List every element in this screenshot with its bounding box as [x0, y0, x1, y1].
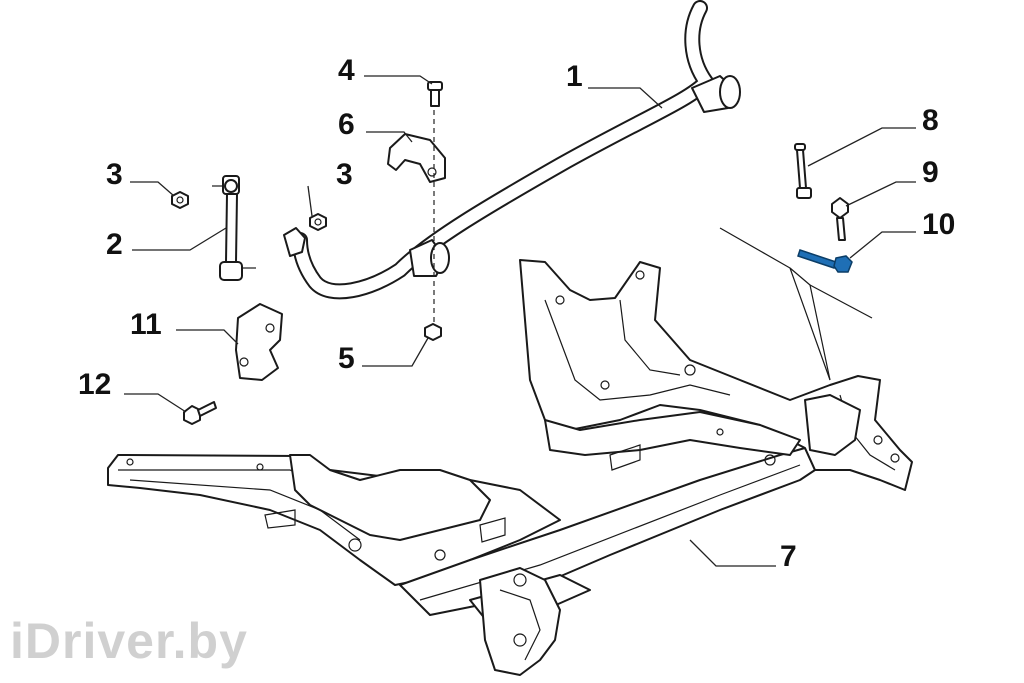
nut-part-3-left[interactable]: [171, 191, 189, 209]
bolt-part-8[interactable]: [794, 143, 812, 199]
nut-part-5[interactable]: [424, 323, 442, 341]
callout-6: 6: [338, 108, 355, 141]
bolt-part-4[interactable]: [427, 81, 443, 107]
callout-10: 10: [922, 208, 955, 241]
callout-3-right: 3: [336, 158, 353, 191]
stabilizer-bar-part-1[interactable]: [283, 0, 741, 300]
bolt-part-10[interactable]: [797, 249, 853, 273]
callout-3-left: 3: [106, 158, 123, 191]
subframe-part-7[interactable]: [107, 259, 913, 676]
guide-line-2: [809, 284, 873, 319]
watermark-text: iDriver.by: [10, 613, 248, 669]
nut-part-3-right[interactable]: [309, 213, 327, 231]
callout-9: 9: [922, 156, 939, 189]
bolt-part-9[interactable]: [831, 197, 849, 241]
callout-4: 4: [338, 54, 355, 87]
callout-2: 2: [106, 228, 123, 261]
guide-line-3: [789, 267, 831, 381]
bolt-part-12[interactable]: [183, 401, 217, 425]
callout-7: 7: [780, 540, 797, 573]
callout-11: 11: [130, 308, 162, 341]
bracket-part-6[interactable]: [387, 133, 446, 183]
bracket-part-11[interactable]: [235, 303, 283, 381]
callout-12: 12: [78, 368, 111, 401]
callout-8: 8: [922, 104, 939, 137]
leader-lines: [124, 75, 916, 567]
stabilizer-link-part-2[interactable]: [212, 175, 256, 281]
callout-5: 5: [338, 342, 355, 375]
callout-1: 1: [566, 60, 583, 93]
